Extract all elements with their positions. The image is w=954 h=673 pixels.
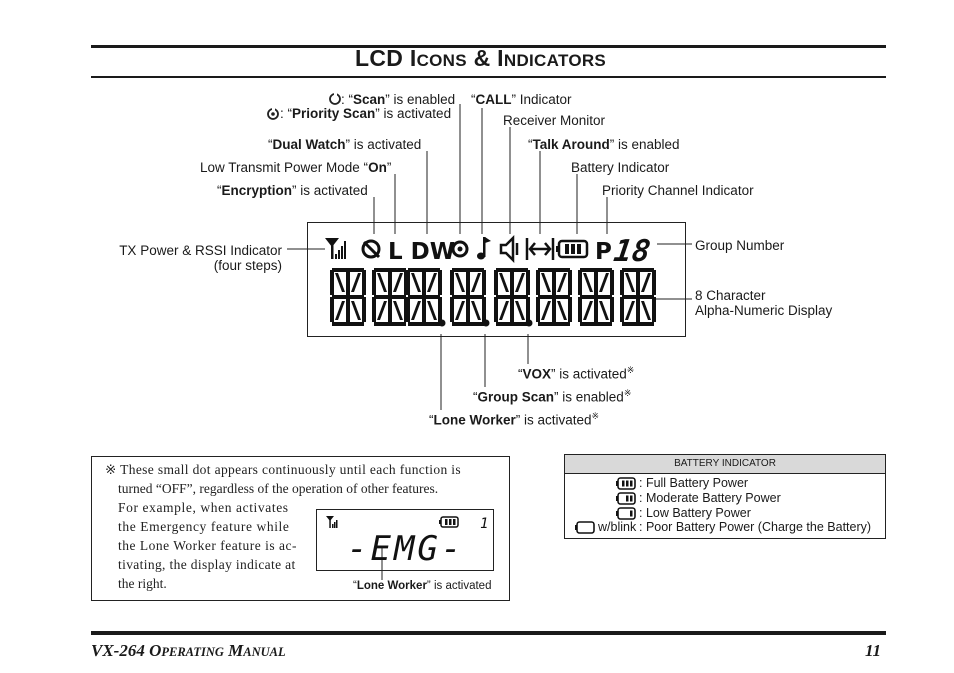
note-line-3: For example, when activates	[118, 500, 289, 515]
lcd-segments: L DW P 18	[325, 234, 656, 327]
battery-moderate-icon	[616, 492, 636, 505]
priority-channel-label: Priority Channel Indicator	[602, 183, 754, 198]
group-scan-label: “Group Scan” is enabled※	[473, 388, 632, 405]
signal-icon	[325, 238, 346, 259]
encryption-label: “Encryption” is activated	[217, 183, 368, 198]
note-line-5: the Lone Worker feature is ac-	[118, 538, 297, 553]
mini-lcd: 1 -EMG-	[316, 509, 494, 571]
scan-label: : “Scan” is enabled	[341, 92, 456, 107]
dual-watch-label: “Dual Watch” is activated	[268, 137, 422, 152]
note-line-6: tivating, the display indicate at	[118, 557, 296, 572]
page-number: 11	[865, 641, 882, 660]
lcd-display: L DW P 18	[307, 222, 686, 337]
mini-display-text: -EMG-	[347, 529, 464, 569]
battery-table-heading: BATTERY INDICATOR	[565, 455, 885, 474]
talk-around-icon	[525, 238, 555, 260]
char-cells	[330, 268, 656, 326]
battery-empty-icon	[575, 521, 595, 534]
battery-row-full: : Full Battery Power	[639, 476, 749, 490]
vox-label: “VOX” is activated※	[518, 365, 635, 382]
scan-icon	[329, 92, 341, 105]
lone-worker-label: “Lone Worker” is activated※	[429, 411, 600, 428]
group-number-label: Group Number	[695, 238, 785, 253]
mini-signal-icon	[326, 516, 338, 528]
page-title: LCD ICONS & INDICATORS	[355, 45, 607, 71]
priority-scan-icon	[267, 107, 279, 120]
priority-p: P	[595, 239, 612, 265]
battery-low-icon	[616, 507, 636, 520]
encryption-icon	[361, 239, 381, 259]
call-label: “CALL” Indicator	[471, 92, 572, 107]
mini-battery-icon	[439, 516, 459, 528]
battery-row-poor: : Poor Battery Power (Charge the Battery…	[639, 520, 872, 534]
talk-around-label: “Talk Around” is enabled	[528, 137, 680, 152]
battery-full-icon	[616, 477, 636, 490]
mini-caption: “Lone Worker” is activated	[353, 580, 492, 592]
lcd-battery-icon	[556, 239, 589, 259]
lone-worker-dot	[438, 319, 446, 327]
note-line-4: the Emergency feature while	[118, 519, 290, 534]
battery-table: BATTERY INDICATOR : Full Battery Power :…	[564, 454, 886, 539]
footer-rule	[91, 631, 886, 635]
mini-group-digit: 1	[480, 516, 488, 532]
lcd-icons-text: L DW	[388, 239, 455, 265]
title-underline	[91, 76, 886, 78]
tx-power-label: TX Power & RSSI Indicator(four steps)	[119, 243, 282, 273]
top-rule-thick	[91, 45, 886, 48]
receiver-monitor-label: Receiver Monitor	[503, 113, 606, 128]
group-scan-dot	[482, 319, 490, 327]
battery-row-moderate: : Moderate Battery Power	[639, 491, 781, 505]
note-line-1: ※ These small dot appears continuously u…	[105, 462, 461, 477]
monitor-icon	[499, 234, 519, 264]
battery-level-icons	[575, 477, 636, 534]
note-box: ※ These small dot appears continuously u…	[91, 456, 510, 601]
lcd-scan-icon	[451, 240, 469, 258]
priority-scan-label: : “Priority Scan” is activated	[280, 106, 452, 121]
group-digits: 18	[612, 234, 653, 269]
note-line-2: turned “OFF”, regardless of the operatio…	[118, 481, 439, 496]
footer-manual-title: VX-264 OPERATING MANUAL	[91, 641, 286, 660]
battery-row-low: : Low Battery Power	[639, 506, 751, 520]
call-icon	[477, 237, 491, 260]
low-power-label: Low Transmit Power Mode “On”	[200, 160, 392, 175]
vox-dot	[525, 319, 533, 327]
battery-indicator-label: Battery Indicator	[571, 160, 670, 175]
note-line-7: the right.	[118, 576, 167, 591]
battery-row-poor-prefix: w/blink	[598, 520, 637, 534]
